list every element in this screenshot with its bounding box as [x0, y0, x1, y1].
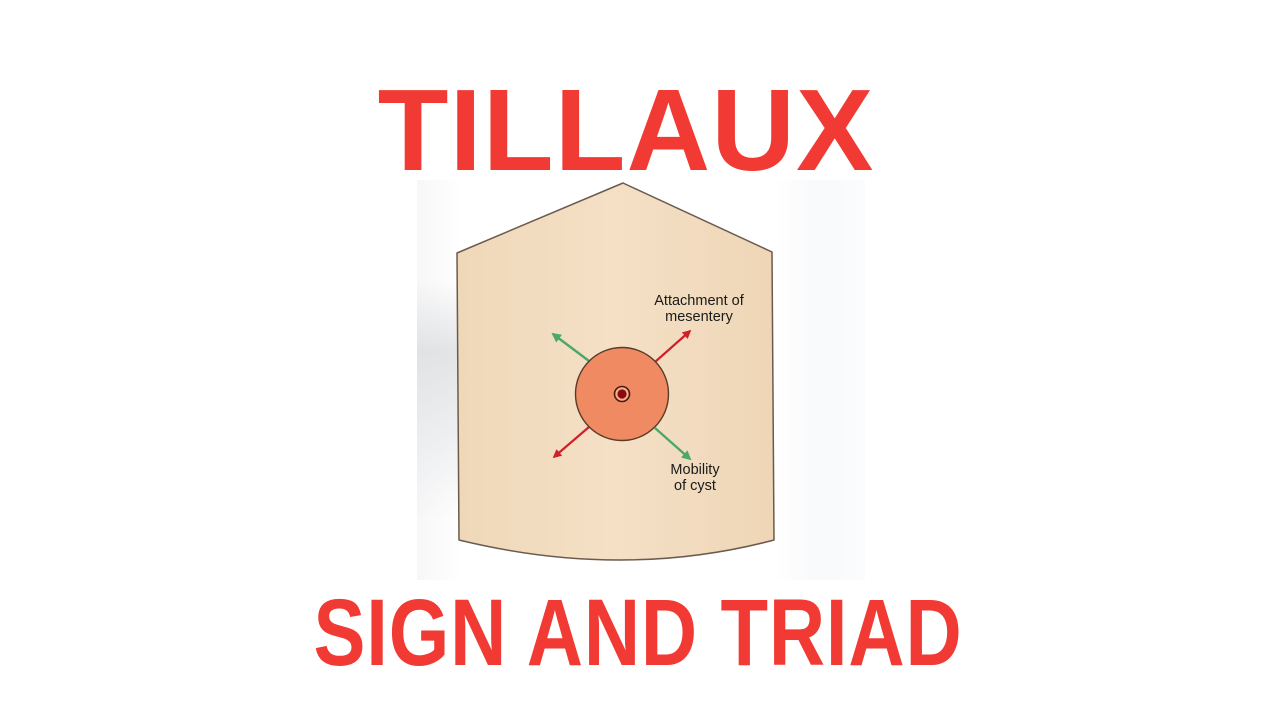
- mobility-label-line2: of cyst: [674, 478, 716, 494]
- mobility-arrow-upper: [551, 332, 590, 362]
- attachment-arrow-lower: [552, 426, 590, 459]
- attachment-arrow-upper: [654, 329, 692, 363]
- mobility-label-line1: Mobility: [670, 462, 720, 478]
- title-tillaux: TILLAUX: [377, 65, 875, 195]
- attachment-label-line1: Attachment of: [654, 293, 744, 309]
- mobility-of-cyst-label: Mobility of cyst: [660, 462, 730, 494]
- diagram-shadow: [417, 280, 459, 520]
- attachment-label-line2: mesentery: [665, 309, 733, 325]
- title-sign-and-triad: SIGN AND TRIAD: [313, 580, 963, 686]
- mobility-arrow-lower: [654, 427, 692, 461]
- cyst-center-dot: [617, 389, 627, 399]
- attachment-of-mesentery-label: Attachment of mesentery: [640, 293, 758, 325]
